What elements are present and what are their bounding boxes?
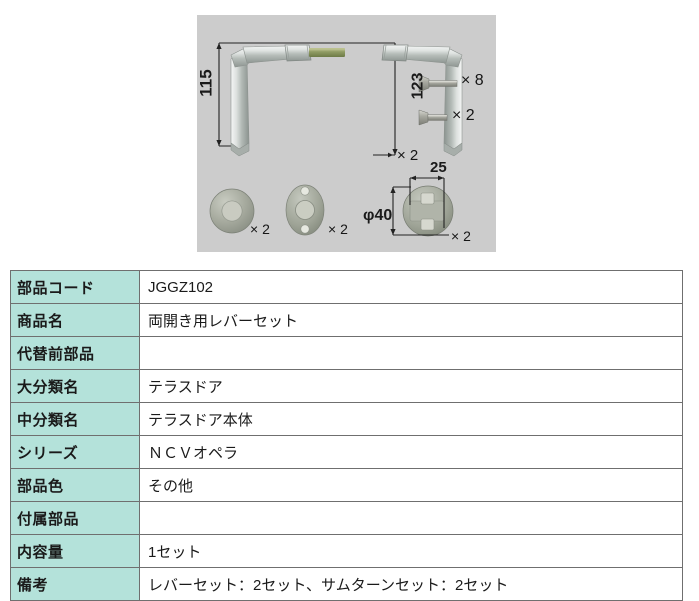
oval-escutcheon	[285, 184, 325, 236]
row-value: ＮＣＶオペラ	[139, 435, 683, 469]
row-label: 部品色	[10, 468, 140, 502]
quantity-thumbturn-plate: × 2	[451, 228, 471, 244]
quantity-lever-assembly: × 2	[397, 147, 419, 164]
table-row: 代替前部品	[10, 336, 683, 370]
dimension-label-123: 123	[409, 72, 427, 100]
row-value	[139, 336, 683, 370]
dimension-phi40-leader	[390, 186, 429, 236]
row-label: 付属部品	[10, 501, 140, 535]
short-screw	[418, 109, 448, 126]
row-label: 備考	[10, 567, 140, 601]
table-row: 中分類名 テラスドア本体	[10, 402, 683, 436]
quantity-oval-escutcheon: × 2	[328, 221, 348, 237]
table-row: 大分類名 テラスドア	[10, 369, 683, 403]
table-row: 部品色 その他	[10, 468, 683, 502]
row-value: その他	[139, 468, 683, 502]
table-row: 部品コード JGGZ102	[10, 270, 683, 304]
specification-table: 部品コード JGGZ102 商品名 両開き用レバーセット 代替前部品 大分類名 …	[10, 270, 683, 601]
row-label: 大分類名	[10, 369, 140, 403]
row-label: 代替前部品	[10, 336, 140, 370]
row-value: テラスドア	[139, 369, 683, 403]
row-label: 部品コード	[10, 270, 140, 304]
row-value: JGGZ102	[139, 270, 683, 304]
dimension-label-25: 25	[430, 159, 447, 176]
row-label: 商品名	[10, 303, 140, 337]
row-value: 1セット	[139, 534, 683, 568]
dimension-label-115: 115	[197, 69, 216, 97]
quantity-short-screw: × 2	[452, 107, 475, 124]
table-row: 付属部品	[10, 501, 683, 535]
row-label: 中分類名	[10, 402, 140, 436]
long-screw	[418, 74, 458, 93]
row-value	[139, 501, 683, 535]
dimension-label-phi40: φ40	[363, 207, 393, 224]
row-label: 内容量	[10, 534, 140, 568]
row-value: テラスドア本体	[139, 402, 683, 436]
row-value: 両開き用レバーセット	[139, 303, 683, 337]
row-label: シリーズ	[10, 435, 140, 469]
table-row: 備考 レバーセット：2セット、サムターンセット：2セット	[10, 567, 683, 601]
round-washer	[209, 188, 255, 234]
table-row: シリーズ ＮＣＶオペラ	[10, 435, 683, 469]
parts-diagram-svg	[209, 42, 463, 237]
table-row: 内容量 1セット	[10, 534, 683, 568]
table-row: 商品名 両開き用レバーセット	[10, 303, 683, 337]
lever-handle-assembly	[230, 44, 463, 158]
dimension-25-leader	[409, 175, 445, 228]
quantity-round-washer: × 2	[250, 221, 270, 237]
product-image-panel: 115 123 25 φ40 × 2 × 8 × 2 × 2 × 2 × 2	[197, 15, 496, 252]
quantity-long-screw: × 8	[461, 72, 484, 89]
thumbturn-plate	[402, 185, 454, 237]
row-value: レバーセット：2セット、サムターンセット：2セット	[139, 567, 683, 601]
